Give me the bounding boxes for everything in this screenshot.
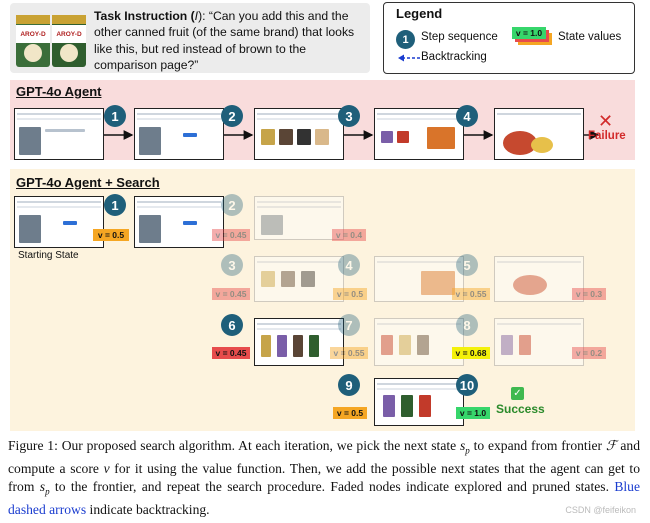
search-state-7-screenshot bbox=[374, 318, 464, 366]
value-tag-1: v = 0.5 bbox=[93, 229, 129, 241]
search-state-8-screenshot bbox=[494, 318, 584, 366]
search-step-6: 6 bbox=[221, 314, 243, 336]
search-step-5: 5 bbox=[456, 254, 478, 276]
failure-icon: ✕ bbox=[598, 111, 614, 131]
task-instruction-box: AROY-D AROY-D Task Instruction (I): “Can… bbox=[10, 3, 370, 73]
caption-sp-sub-2: p bbox=[45, 486, 50, 497]
value-tag-3: v = 0.45 bbox=[212, 288, 250, 300]
agent-step-1: 1 bbox=[104, 105, 126, 127]
agent-state-1-screenshot bbox=[134, 108, 224, 160]
value-tag-9: v = 0.5 bbox=[333, 407, 367, 419]
caption-blue-arrows: Blue dashed arrows bbox=[8, 479, 640, 518]
legend: Legend 1 Step sequence v = 1.0 State val… bbox=[383, 2, 635, 74]
search-panel-title: GPT-4o Agent + Search bbox=[16, 175, 160, 190]
caption-v: v bbox=[103, 460, 110, 476]
value-tag-5b: v = 0.3 bbox=[572, 288, 606, 300]
agent-state-2-screenshot bbox=[254, 108, 344, 160]
task-symbol: I bbox=[194, 9, 199, 23]
agent-state-0-screenshot bbox=[14, 108, 104, 160]
canned-fruit-image: AROY-D AROY-D bbox=[16, 15, 86, 67]
value-tag-8: v = 0.68 bbox=[452, 347, 490, 359]
task-instruction-text: Task Instruction (I): “Can you add this … bbox=[94, 8, 366, 74]
search-state-9-screenshot bbox=[374, 378, 464, 426]
caption-sp-sub: p bbox=[465, 445, 470, 456]
success-check-icon: ✓ bbox=[511, 387, 524, 400]
failure-label: Failure bbox=[588, 130, 626, 142]
task-label: Task Instruction ( bbox=[94, 9, 195, 23]
search-step-4: 4 bbox=[338, 254, 360, 276]
backtrack-arrow-icon bbox=[398, 54, 420, 62]
caption-part-1: Figure 1: Our proposed search algorithm.… bbox=[8, 438, 460, 453]
search-state-4-screenshot bbox=[374, 256, 464, 302]
value-tag-2b: v = 0.4 bbox=[332, 229, 366, 241]
search-step-3: 3 bbox=[221, 254, 243, 276]
agent-step-3: 3 bbox=[338, 105, 360, 127]
search-state-1-screenshot bbox=[134, 196, 224, 248]
task-quote: ): “Can you add this and the other canne… bbox=[94, 9, 355, 73]
value-tag-8b: v = 0.2 bbox=[572, 347, 606, 359]
value-tag-4: v = 0.5 bbox=[333, 288, 367, 300]
caption-part-2: to expand from frontier bbox=[469, 438, 606, 453]
caption-part-4: for it using the value function. Then, w… bbox=[8, 460, 641, 495]
search-step-9: 9 bbox=[338, 374, 360, 396]
search-step-10: 10 bbox=[456, 374, 478, 396]
can-brand-left: AROY-D bbox=[20, 31, 46, 38]
search-state-3-screenshot bbox=[254, 256, 344, 302]
legend-title: Legend bbox=[396, 6, 443, 21]
agent-panel-title: GPT-4o Agent bbox=[16, 84, 102, 99]
caption-sp-2: s bbox=[39, 479, 46, 495]
search-step-2: 2 bbox=[221, 194, 243, 216]
search-step-7: 7 bbox=[338, 314, 360, 336]
value-tag-6: v = 0.45 bbox=[212, 347, 250, 359]
legend-value-label: State values bbox=[558, 31, 622, 43]
legend-step-label: Step sequence bbox=[421, 31, 498, 43]
value-tag-7: v = 0.55 bbox=[330, 347, 368, 359]
search-step-1: 1 bbox=[104, 194, 126, 216]
caption-frontier: ℱ bbox=[605, 438, 617, 453]
figure-caption: Figure 1: Our proposed search algorithm.… bbox=[8, 437, 640, 519]
starting-state-label: Starting State bbox=[18, 250, 79, 261]
legend-value-stack: v = 1.0 bbox=[512, 27, 552, 45]
can-brand-right: AROY-D bbox=[56, 31, 82, 38]
legend-step-circle: 1 bbox=[396, 30, 415, 49]
success-label: Success bbox=[496, 402, 545, 416]
legend-value-example: v = 1.0 bbox=[512, 27, 546, 39]
start-state-screenshot bbox=[14, 196, 104, 248]
value-tag-10: v = 1.0 bbox=[456, 407, 490, 419]
search-state-5-screenshot bbox=[494, 256, 584, 302]
caption-sp: s bbox=[459, 438, 466, 453]
value-tag-2: v = 0.45 bbox=[212, 229, 250, 241]
legend-backtrack-label: Backtracking bbox=[421, 51, 487, 63]
search-step-8: 8 bbox=[456, 314, 478, 336]
search-state-2-screenshot bbox=[254, 196, 344, 240]
search-state-6-screenshot bbox=[254, 318, 344, 366]
caption-part-6: indicate backtracking. bbox=[86, 502, 210, 518]
agent-state-4-screenshot bbox=[494, 108, 584, 160]
agent-state-3-screenshot bbox=[374, 108, 464, 160]
value-tag-5: v = 0.55 bbox=[452, 288, 490, 300]
agent-step-4: 4 bbox=[456, 105, 478, 127]
caption-part-3: and compute a score bbox=[8, 438, 640, 476]
agent-step-2: 2 bbox=[221, 105, 243, 127]
caption-part-5: to the frontier, and repeat the search p… bbox=[49, 479, 615, 495]
watermark: CSDN @feifeikon bbox=[565, 505, 636, 515]
